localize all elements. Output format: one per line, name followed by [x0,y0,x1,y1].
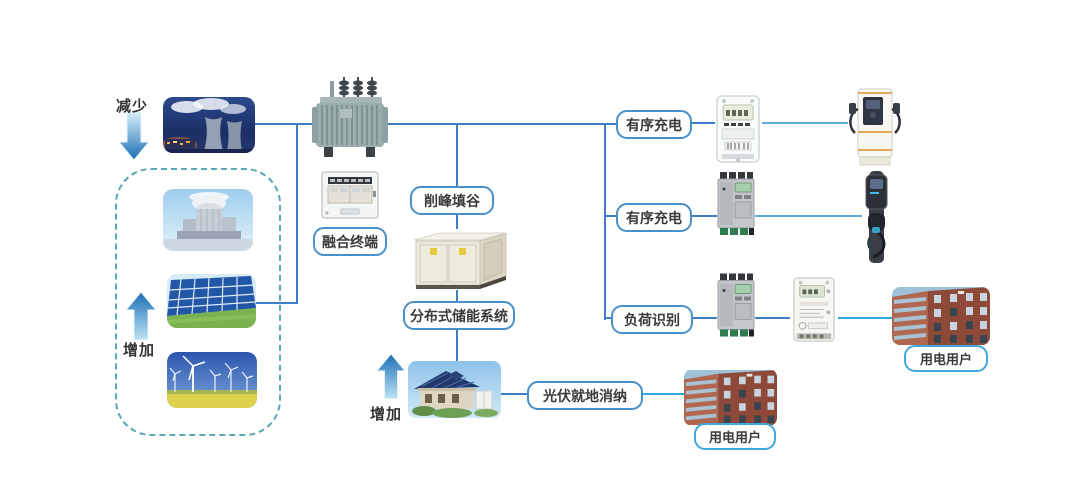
line-main-bus [255,123,617,125]
solar-farm-image [167,274,256,328]
line-row3-label-breaker [688,317,717,319]
increase-bottom-text: 增加 [370,406,403,423]
line-label-building [638,393,685,395]
line-house-label [500,393,528,395]
label-power-user-bottom: 用电用户 [694,423,776,450]
line-row2-label-breaker [687,215,717,217]
solar-house-image [408,361,501,418]
decrease-text: 减少 [116,98,149,115]
line-row2-stub [604,215,617,217]
label-load-identification: 负荷识别 [611,305,693,334]
wind-farm-image [167,352,257,408]
breaker-bottom-image [716,272,756,338]
transformer-image [310,73,390,161]
thermal-power-plant-image [163,97,255,153]
label-orderly-charging-top: 有序充电 [616,110,692,139]
label-peak-shaving: 削峰填谷 [410,186,494,215]
smart-meter-bottom-image [789,276,839,343]
line-solar-stub [255,302,298,304]
line-row1-meter-station [762,122,848,124]
building-right-image [892,287,990,345]
storage-cabinet-image [410,224,510,294]
line-row1-label-meter [687,122,715,124]
line-solar-riser [296,123,298,304]
increase-bottom-arrow-icon [376,353,406,402]
fusion-terminal-device-image [321,171,379,221]
label-distributed-storage: 分布式储能系统 [403,301,515,330]
increase-left-arrow-icon [124,291,158,341]
line-right-trunk [604,123,606,320]
cooling-tower-plant-image [163,189,253,251]
charging-station-image [846,87,903,167]
label-fusion-terminal: 融合终端 [313,227,387,256]
line-row2-breaker-charger [755,215,862,217]
label-power-user-right: 用电用户 [904,345,988,372]
increase-left-text: 增加 [123,342,156,359]
line-center-drop-upper [456,123,458,229]
line-row3-stub [604,317,612,319]
decrease-arrow-icon [117,111,151,161]
label-pv-consumption: 光伏就地消纳 [527,381,643,410]
label-orderly-charging-mid: 有序充电 [616,203,692,232]
line-row3-meter-building [838,317,893,319]
wall-charger-image [860,169,892,267]
building-bottom-image [684,369,777,426]
smart-meter-top-image [714,94,762,164]
line-row3-breaker-meter [755,317,790,319]
breaker-mid-image [716,171,756,236]
